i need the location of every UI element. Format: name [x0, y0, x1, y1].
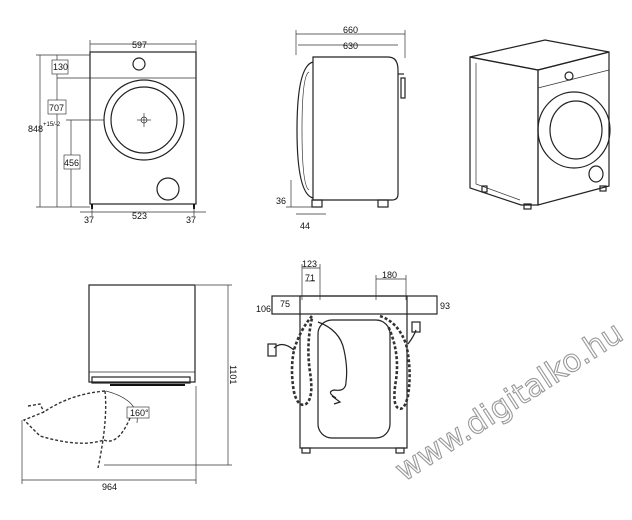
front-view: 597 848 +15/-2 130 707 456 37 523 37 [28, 40, 206, 225]
dim-front-height-tolerance: +15/-2 [43, 122, 61, 128]
dim-side-depth-total: 660 [343, 25, 358, 35]
door-angle-arc [105, 390, 138, 424]
dim-rear-left-inner-height: 75 [280, 299, 290, 309]
side-front-foot [311, 199, 323, 208]
iso-door-inner [549, 100, 603, 160]
power-plug [331, 395, 342, 405]
dim-side-foot-inset: 44 [300, 221, 310, 231]
open-door-swing-left [22, 390, 106, 444]
iso-filter-cover [588, 165, 604, 183]
dim-front-width: 597 [132, 40, 147, 50]
watermark-text: www.digitalko.hu [389, 315, 630, 489]
dim-rear-right-height: 93 [440, 301, 450, 311]
side-body-outline [312, 56, 399, 201]
dim-rear-hose-right-offset: 180 [382, 270, 397, 280]
dim-feet-span: 523 [132, 211, 147, 221]
dim-rear-hose-spacing: 123 [302, 259, 317, 269]
rear-top-panel [271, 295, 438, 315]
dim-side-foot-height: 36 [276, 196, 286, 206]
iso-door-outer [537, 91, 611, 169]
front-body-outline [89, 51, 197, 205]
power-cord [317, 321, 348, 399]
open-door-swing-down [97, 390, 107, 469]
isometric-view [469, 39, 611, 210]
dim-rear-hose-inlet-offset: 71 [305, 273, 315, 283]
side-rear-foot [377, 199, 389, 208]
side-door-profile [296, 61, 314, 199]
dim-side-depth-body: 630 [343, 41, 358, 51]
iso-front-face [537, 51, 610, 206]
drain-hose [379, 314, 411, 411]
side-view: 660 630 36 44 [276, 25, 406, 231]
dim-feet-offset-right: 37 [186, 215, 196, 225]
door-inner-ring [110, 86, 178, 154]
open-body-outline [88, 284, 196, 383]
rear-access-panel [317, 319, 391, 439]
dim-feet-offset-left: 37 [84, 215, 94, 225]
drain-hose-hook [411, 321, 421, 333]
dim-door-angle: 160° [130, 408, 149, 418]
rear-body-outline [299, 295, 408, 449]
program-knob [132, 57, 146, 71]
dim-door-open-depth: 964 [102, 482, 117, 492]
dim-front-top-offset: 130 [53, 62, 68, 72]
open-base-rail [91, 376, 191, 384]
dim-rear-left-height: 106 [256, 304, 271, 314]
door-open-view: 160° 1101 964 [21, 284, 238, 492]
inlet-hose [290, 315, 314, 407]
dim-door-open-height: 1101 [228, 365, 238, 384]
iso-side-face [469, 56, 539, 206]
iso-top-face [469, 39, 610, 71]
dim-front-height-total: 848 [28, 124, 43, 134]
filter-cover [156, 177, 180, 201]
iso-program-knob [564, 71, 574, 81]
rear-view: 123 71 180 106 75 93 [256, 259, 450, 454]
dim-front-height-door-bottom: 456 [64, 158, 79, 168]
dim-front-height-door-center: 707 [49, 103, 64, 113]
inlet-hose-connector [267, 343, 277, 357]
